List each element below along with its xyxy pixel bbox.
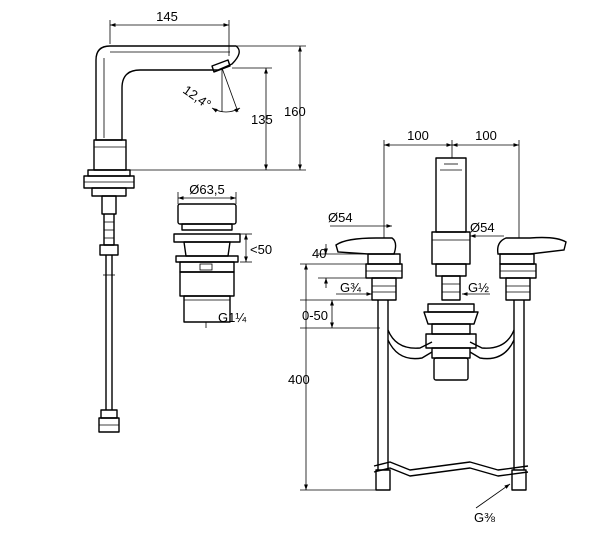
dimension-handle-thread: G¾ (336, 280, 372, 296)
dimension-spout-reach: 145 (109, 9, 230, 56)
label-outlet-height: 135 (251, 112, 273, 127)
label-spout-thread: G½ (468, 280, 489, 295)
waste-valve: Ø63,5 <50 G1¼ (173, 182, 272, 328)
right-valve (496, 236, 567, 491)
label-handle-thread: G¾ (340, 280, 361, 295)
dimension-spacing: 100 100 (383, 128, 520, 240)
dimension-hose-length: 400 (288, 263, 376, 491)
label-total-height: 160 (284, 104, 306, 119)
label-spacing-right: 100 (475, 128, 497, 143)
dimension-hose-thread: G⅜ (474, 483, 511, 525)
label-waste-height: <50 (250, 242, 272, 257)
label-spacing-left: 100 (407, 128, 429, 143)
label-handle-diameter-left: Ø54 (328, 210, 353, 225)
label-deck-range: 0-50 (302, 308, 328, 323)
label-hose-length: 400 (288, 372, 310, 387)
label-handle-height: 40 (312, 246, 326, 261)
dimension-handle-left: Ø54 (328, 210, 392, 228)
label-waste-thread: G1¼ (218, 310, 246, 325)
label-spout-reach: 145 (156, 9, 178, 24)
connecting-hose-bottom (373, 461, 529, 477)
left-valve (335, 237, 403, 491)
dimension-spout-angle: 12,4° (180, 67, 241, 113)
dimension-handle-right: Ø54 (470, 220, 504, 238)
dimension-deck-range: 0-50 (300, 299, 380, 329)
label-spout-angle: 12,4° (180, 82, 214, 112)
label-handle-diameter-right: Ø54 (470, 220, 495, 235)
spout-front-view (431, 157, 471, 301)
dimension-spout-thread: G½ (462, 280, 490, 296)
mixing-body (387, 303, 515, 381)
label-hose-thread: G⅜ (474, 510, 495, 525)
label-waste-diameter: Ø63,5 (189, 182, 224, 197)
dimension-handle-height: 40 (312, 244, 368, 288)
spout-side-view (83, 45, 240, 433)
dimension-spout-heights: 135 160 (130, 45, 306, 171)
